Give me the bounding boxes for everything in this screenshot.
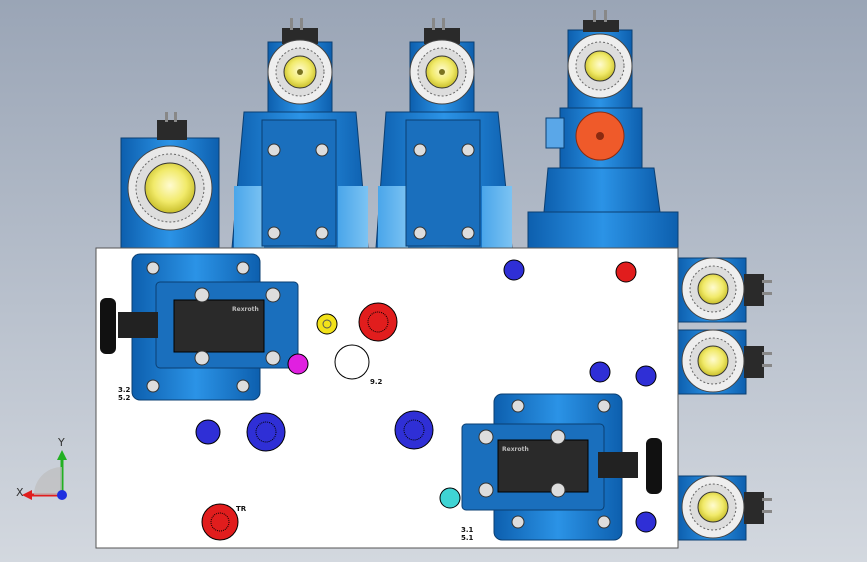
- right-manual-valve[interactable]: [461, 393, 662, 541]
- coordinate-triad: X Y: [12, 436, 82, 510]
- valve-left-brand: Rexroth: [232, 306, 259, 313]
- port-92-label: 9.2: [370, 378, 383, 386]
- left-coil-block[interactable]: [120, 112, 220, 249]
- valve-left-label-line1: 3.2: [118, 386, 131, 394]
- triad-x-label: X: [16, 486, 24, 499]
- triad-graphic: [22, 450, 67, 500]
- right-coil-1[interactable]: [677, 257, 772, 323]
- valve-stack-1[interactable]: [231, 18, 369, 249]
- valve-stack-2[interactable]: [375, 18, 513, 249]
- triad-z-axis: [57, 490, 67, 500]
- valve-left-label: 3.2 5.2: [118, 386, 130, 402]
- ports: [195, 259, 657, 541]
- valve-right-brand: Rexroth: [502, 446, 529, 453]
- port-tr-label: TR: [236, 505, 247, 513]
- triad-y-arrow: [57, 450, 67, 460]
- right-coil-3[interactable]: [677, 475, 772, 541]
- valve-left-label-line2: 5.2: [118, 394, 131, 402]
- triad-y-label: Y: [58, 436, 65, 449]
- valve-right-label: 3.1 5.1: [461, 526, 473, 542]
- valve-right-label-line1: 3.1: [461, 526, 474, 534]
- triad-plane: [34, 467, 62, 495]
- triad-x-arrow: [22, 490, 32, 500]
- left-manual-valve[interactable]: [100, 253, 299, 401]
- right-coil-2[interactable]: [677, 329, 772, 395]
- valve-stack-3[interactable]: [527, 10, 679, 249]
- valve-right-label-line2: 5.1: [461, 534, 474, 542]
